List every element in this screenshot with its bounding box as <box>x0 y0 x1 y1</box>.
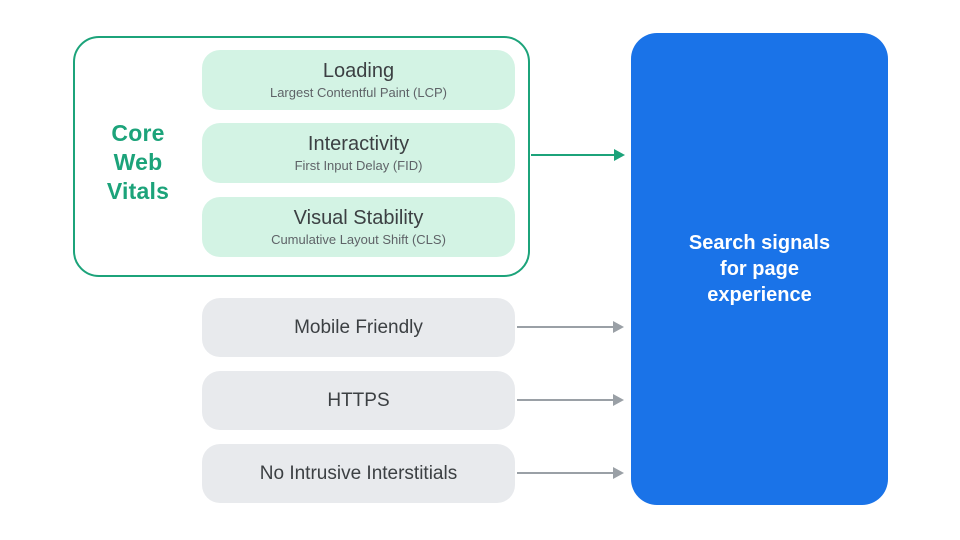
vital-title-loading: Loading <box>322 60 395 82</box>
vital-pill-loading: Loading Largest Contentful Paint (LCP) <box>202 50 515 110</box>
signal-label-no-intrusive-interstitials: No Intrusive Interstitials <box>259 462 458 484</box>
vital-subtitle-cls: Cumulative Layout Shift (CLS) <box>271 232 446 247</box>
signal-pill-no-intrusive-interstitials: No Intrusive Interstitials <box>202 444 515 503</box>
signal-pill-https: HTTPS <box>202 371 515 430</box>
signal-label-mobile-friendly: Mobile Friendly <box>294 316 423 338</box>
vital-pill-visual-stability: Visual Stability Cumulative Layout Shift… <box>202 197 515 257</box>
core-web-vitals-label: Core Web Vitals <box>106 120 170 204</box>
vital-pill-interactivity: Interactivity First Input Delay (FID) <box>202 123 515 183</box>
arrow-https <box>517 394 624 406</box>
vital-title-interactivity: Interactivity <box>307 133 410 155</box>
search-signals-box: Search signals for page experience <box>631 33 888 505</box>
signal-label-https: HTTPS <box>327 389 390 411</box>
arrow-shaft <box>517 399 613 401</box>
signal-pill-mobile-friendly: Mobile Friendly <box>202 298 515 357</box>
search-signals-label: Search signals for page experience <box>688 232 831 306</box>
arrow-head-icon <box>613 321 624 333</box>
arrow-head-icon <box>613 467 624 479</box>
vital-subtitle-lcp: Largest Contentful Paint (LCP) <box>269 85 448 100</box>
arrow-shaft <box>517 472 613 474</box>
vital-subtitle-fid: First Input Delay (FID) <box>294 158 423 173</box>
arrow-head-icon <box>614 149 625 161</box>
vital-title-visual-stability: Visual Stability <box>293 207 424 229</box>
arrow-no-intrusive-interstitials <box>517 467 624 479</box>
arrow-core-web-vitals <box>531 149 625 161</box>
arrow-head-icon <box>613 394 624 406</box>
arrow-mobile-friendly <box>517 321 624 333</box>
arrow-shaft <box>517 326 613 328</box>
arrow-shaft <box>531 154 614 156</box>
